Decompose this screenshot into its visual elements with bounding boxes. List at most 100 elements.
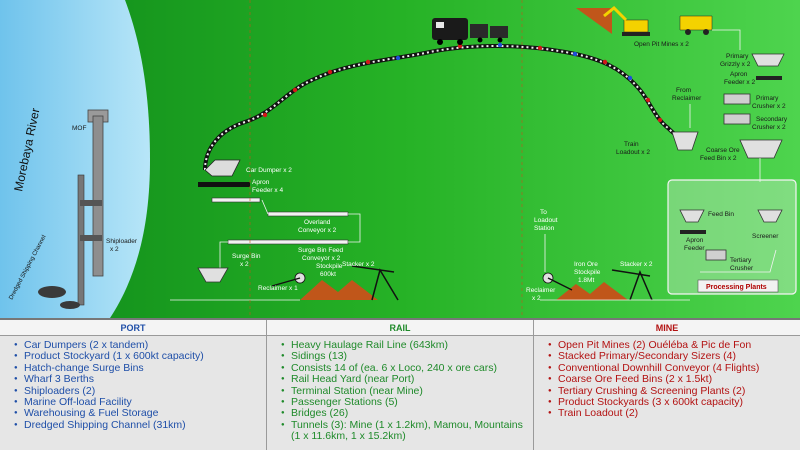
secondary-crusher-icon — [723, 113, 751, 125]
list-item: Warehousing & Fuel Storage — [14, 408, 260, 421]
list-item: Terminal Station (near Mine) — [281, 385, 527, 398]
section-dividers — [249, 0, 523, 318]
plant-feed-bin-icon — [679, 209, 705, 223]
list-item: Rail Head Yard (near Port) — [281, 373, 527, 386]
iron-ore-stockpile-label: Iron Ore — [574, 261, 598, 268]
car-dumper-label: Car Dumper x 2 — [246, 167, 292, 174]
apron-feeder-mine-label: Apron — [730, 71, 748, 78]
iron-ore-stockpile-label-2: Stockpile — [574, 269, 601, 276]
list-item: Coarse Ore Feed Bins (2 x 1.5kt) — [548, 373, 794, 386]
list-item: Dredged Shipping Channel (31km) — [14, 419, 260, 432]
open-pit-icon — [576, 8, 612, 34]
legend-rail-list: Heavy Haulage Rail Line (643km) Sidings … — [267, 336, 533, 443]
tertiary-crusher-label: Tertiary — [730, 257, 752, 264]
from-reclaimer-label: From — [676, 87, 691, 94]
apron-feeder-port-label: Apron — [252, 179, 270, 186]
list-item: Stacked Primary/Secondary Sizers (4) — [548, 350, 794, 363]
wharf — [38, 109, 109, 309]
primary-grizzly-label-2: Grizzly x 2 — [720, 61, 751, 68]
reclaimer-port-label: Reclaimer x 1 — [258, 285, 298, 292]
train-icon — [432, 18, 508, 45]
port-stockpile — [300, 280, 378, 300]
primary-crusher-label-2: Crusher x 2 — [752, 103, 786, 110]
list-item: Conventional Downhill Conveyor (4 Flight… — [548, 362, 794, 375]
surge-bin-label-2: x 2 — [240, 261, 249, 268]
legend-mine-list: Open Pit Mines (2) Ouéléba & Pic de Fon … — [534, 336, 800, 420]
list-item: Consists 14 of (ea. 6 x Loco, 240 x ore … — [281, 362, 527, 375]
apron-feeder-port-label-2: Feeder x 4 — [252, 187, 283, 194]
shiploader-count-label: x 2 — [110, 246, 119, 253]
list-item: Marine Off-load Facility — [14, 396, 260, 409]
stacker-port-label: Stacker x 2 — [342, 261, 375, 268]
screener-icon — [757, 209, 783, 223]
mine-stockpile — [556, 282, 628, 300]
to-loadout-label: To — [540, 209, 547, 216]
list-item: Train Loadout (2) — [548, 408, 794, 421]
primary-grizzly-label: Primary — [726, 53, 749, 60]
list-item: Product Stockyard (1 x 600kt capacity) — [14, 350, 260, 363]
legend-rail: RAIL Heavy Haulage Rail Line (643km) Sid… — [267, 320, 534, 450]
plant-apron-feeder-icon — [680, 230, 706, 234]
list-item: Open Pit Mines (2) Ouéléba & Pic de Fon — [548, 339, 794, 352]
overland-conveyor-label-2: Conveyor x 2 — [298, 227, 337, 234]
plant-recycle-line — [700, 249, 777, 273]
stockpile-port-label: Stockpile — [316, 263, 343, 270]
feed-bin-label: Feed Bin — [708, 211, 734, 218]
stacker-mine-label: Stacker x 2 — [620, 261, 653, 268]
mine-reclaimer-icon — [542, 272, 573, 291]
list-item: Tunnels (3): Mine (1 x 1.2km), Mamou, Mo… — [281, 419, 527, 443]
legend-rail-title: RAIL — [267, 320, 533, 336]
shiploader-label: Shiploader — [106, 238, 138, 245]
list-item: Car Dumpers (2 x tandem) — [14, 339, 260, 352]
river — [0, 0, 150, 318]
legend-port-list: Car Dumpers (2 x tandem) Product Stockya… — [0, 336, 266, 432]
surge-bin-feed-label: Surge Bin Feed — [298, 247, 344, 254]
list-item: Passenger Stations (5) — [281, 396, 527, 409]
list-item: Sidings (13) — [281, 350, 527, 363]
excavator-icon — [603, 5, 650, 36]
process-diagram: Morebaya River Dredged Shipping Channel … — [0, 0, 800, 318]
legend-mine: MINE Open Pit Mines (2) Ouéléba & Pic de… — [534, 320, 800, 450]
list-item: Heavy Haulage Rail Line (643km) — [281, 339, 527, 352]
primary-crusher-icon — [723, 93, 751, 105]
processing-plants-label: Processing Plants — [706, 284, 767, 291]
train-loadout-icon — [671, 131, 699, 151]
apron-feeder-mine-label-2: Feeder x 2 — [724, 79, 755, 86]
primary-crusher-label: Primary — [756, 95, 779, 102]
legend-mine-title: MINE — [534, 320, 800, 336]
mine-stacker-icon — [611, 269, 653, 301]
tertiary-crusher-label-2: Crusher — [730, 265, 754, 272]
apron-feeder-mine-icon — [756, 76, 782, 80]
secondary-crusher-label: Secondary — [756, 116, 788, 123]
processing-plant-box — [667, 179, 797, 295]
coarse-ore-bin-icon — [739, 139, 783, 159]
surge-bin-feed-label-2: Conveyor x 2 — [302, 255, 341, 262]
port-flow-lines — [170, 199, 361, 301]
stockpile-port-label-2: 600kt — [320, 271, 336, 278]
secondary-crusher-label-2: Crusher x 2 — [752, 124, 786, 131]
apron-feeder-plant-label: Apron — [686, 237, 704, 244]
tertiary-crusher-icon — [705, 249, 727, 261]
primary-grizzly-icon — [751, 53, 785, 67]
reclaimer-mine-label-2: x 2 — [532, 295, 541, 302]
overland-conveyor-label: Overland — [304, 219, 331, 226]
surge-bin-icon — [197, 267, 229, 283]
legend-port-title: PORT — [0, 320, 266, 336]
mine-feed-line — [712, 29, 741, 50]
list-item: Bridges (26) — [281, 408, 527, 421]
list-item: Product Stockyards (3 x 600kt capacity) — [548, 396, 794, 409]
car-dumper-icon — [198, 159, 250, 187]
list-item: Wharf 3 Berths — [14, 373, 260, 386]
list-item: Tertiary Crushing & Screening Plants (2) — [548, 385, 794, 398]
legend-port: PORT Car Dumpers (2 x tandem) Product St… — [0, 320, 267, 450]
list-item: Shiploaders (2) — [14, 385, 260, 398]
rail-markers — [262, 42, 663, 123]
port-reclaimer-icon — [271, 272, 306, 287]
list-item: Hatch-change Surge Bins — [14, 362, 260, 375]
mof-label: MOF — [72, 125, 86, 132]
to-loadout-label-3: Station — [534, 225, 555, 232]
coarse-ore-bin-label-2: Feed Bin x 2 — [700, 155, 737, 162]
reclaimer-mine-label: Reclaimer — [526, 287, 556, 294]
surge-bin-label: Surge Bin — [232, 253, 261, 260]
port-stacker-icon — [351, 265, 399, 301]
